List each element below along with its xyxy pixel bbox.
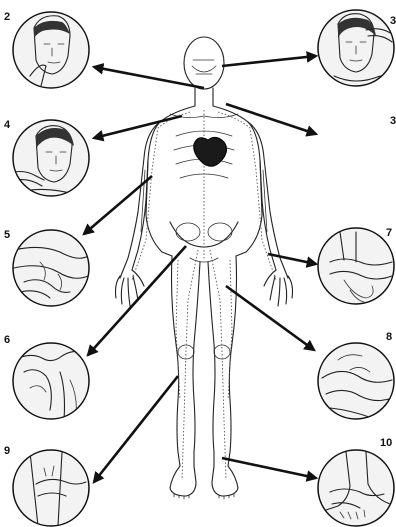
label-5: 5 <box>4 229 10 241</box>
human-body-figure <box>116 37 293 499</box>
arrow-to-6 <box>88 246 186 355</box>
inset-lower-leg <box>13 450 89 526</box>
arrow-to-3b <box>226 104 316 134</box>
label-8: 8 <box>386 331 392 343</box>
arrow-to-3 <box>222 56 316 66</box>
label-10: 10 <box>380 437 392 449</box>
inset-elbow <box>13 230 89 306</box>
arrow-to-7 <box>268 254 316 264</box>
label-3: 3 <box>390 115 396 127</box>
label-4: 4 <box>4 119 11 131</box>
arrow-to-10 <box>222 458 316 478</box>
arrow-to-9 <box>94 376 178 482</box>
inset-wrist <box>318 228 394 304</box>
inset-neck-side <box>13 120 89 196</box>
label-2: 2 <box>4 11 10 23</box>
arrow-to-4 <box>94 116 182 138</box>
arrow-to-8 <box>226 286 314 350</box>
label-9: 9 <box>4 445 10 457</box>
label-3-top: 3 <box>390 15 396 27</box>
inset-face-jaw <box>13 12 89 92</box>
inset-thigh <box>318 343 394 419</box>
inset-knee <box>13 343 89 420</box>
label-7: 7 <box>386 227 392 239</box>
label-6: 6 <box>4 334 10 346</box>
heart-icon <box>194 137 227 166</box>
inset-ankle-foot <box>318 450 394 526</box>
inset-neck-ear <box>318 10 394 86</box>
